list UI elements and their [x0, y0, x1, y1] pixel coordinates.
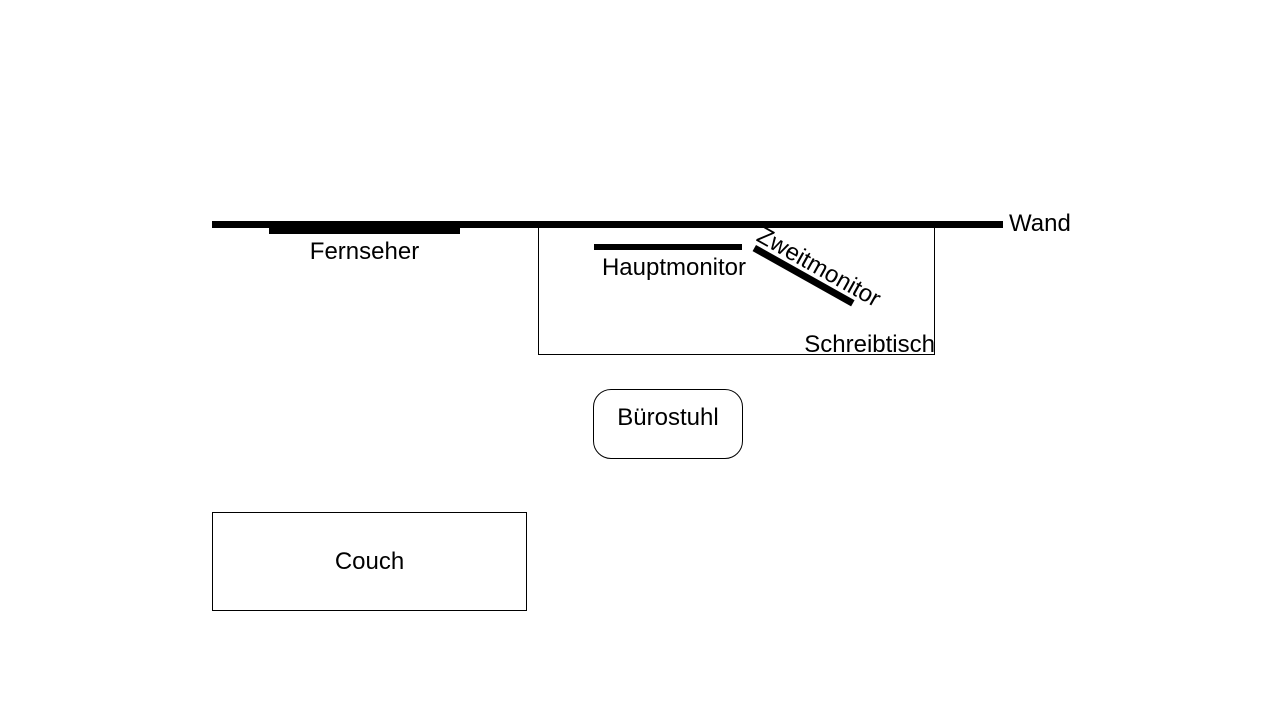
tv-line	[269, 228, 460, 234]
main-monitor-line	[594, 244, 742, 250]
wall-line	[212, 221, 1003, 228]
desk-label: Schreibtisch	[804, 331, 935, 358]
wall-label: Wand	[1009, 210, 1071, 237]
office-chair-label: Bürostuhl	[617, 404, 719, 431]
main-monitor-label: Hauptmonitor	[601, 254, 747, 281]
office-chair-shape	[593, 389, 743, 459]
couch-shape	[212, 512, 527, 611]
couch-label: Couch	[334, 548, 405, 575]
tv-label: Fernseher	[309, 238, 420, 265]
